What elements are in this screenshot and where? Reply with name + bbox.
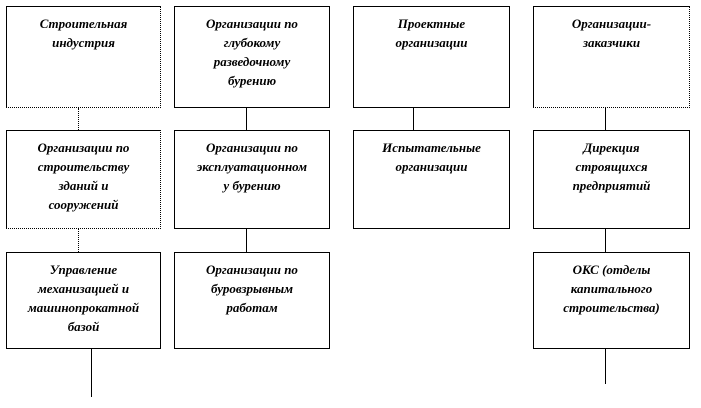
- box-blasting-orgs: Организации по буровзрывным работам: [174, 252, 330, 349]
- box-design-orgs-label: Проектные организации: [395, 16, 468, 50]
- box-design-orgs: Проектные организации: [353, 6, 510, 108]
- box-deep-drilling-orgs: Организации по глубокому разведочному бу…: [174, 6, 330, 108]
- box-capital-construction-dept: ОКС (отделы капитального строительства): [533, 252, 690, 349]
- box-enterprise-directorate-label: Дирекция строящихся предприятий: [572, 140, 651, 193]
- box-testing-orgs: Испытательные организации: [353, 130, 510, 229]
- box-capital-construction-dept-label: ОКС (отделы капитального строительства): [563, 262, 660, 315]
- box-building-construction-orgs: Организации по строительству зданий и со…: [6, 130, 161, 229]
- box-production-drilling-orgs: Организации по эксплуатационном у бурени…: [174, 130, 330, 229]
- box-enterprise-directorate: Дирекция строящихся предприятий: [533, 130, 690, 229]
- box-building-construction-orgs-label: Организации по строительству зданий и со…: [37, 140, 130, 212]
- box-mechanization-dept-label: Управление механизацией и машинопрокатно…: [27, 262, 140, 334]
- box-deep-drilling-orgs-label: Организации по глубокому разведочному бу…: [206, 16, 298, 88]
- connector-line: [605, 108, 606, 130]
- connector-line: [78, 229, 79, 252]
- box-mechanization-dept: Управление механизацией и машинопрокатно…: [6, 252, 161, 349]
- connector-line: [246, 229, 247, 252]
- box-construction-industry: Строительная индустрия: [6, 6, 161, 108]
- box-production-drilling-orgs-label: Организации по эксплуатационном у бурени…: [196, 140, 308, 193]
- connector-line: [78, 108, 79, 130]
- connector-line: [413, 108, 414, 130]
- connector-line: [605, 229, 606, 252]
- box-customer-orgs: Организации- заказчики: [533, 6, 690, 108]
- box-customer-orgs-label: Организации- заказчики: [571, 16, 652, 50]
- box-blasting-orgs-label: Организации по буровзрывным работам: [206, 262, 298, 315]
- connector-line: [605, 349, 606, 384]
- box-testing-orgs-label: Испытательные организации: [382, 140, 481, 174]
- connector-line: [246, 108, 247, 130]
- box-construction-industry-label: Строительная индустрия: [39, 16, 128, 50]
- connector-line: [91, 349, 92, 397]
